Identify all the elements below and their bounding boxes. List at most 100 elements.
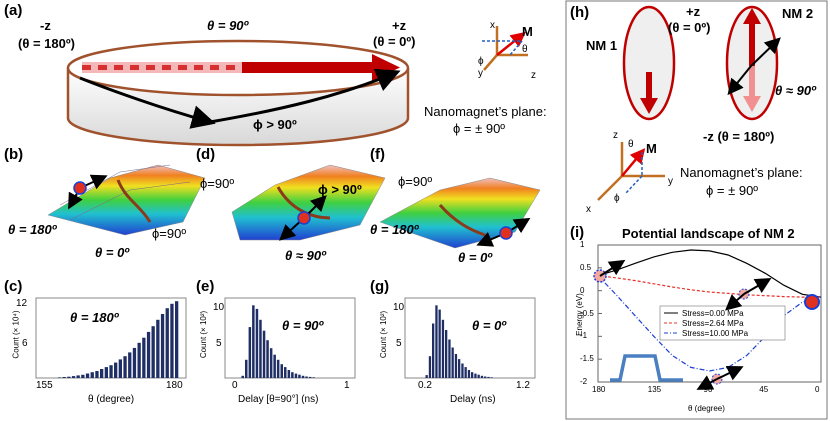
histogram-g-bar — [438, 309, 441, 378]
panel-label-f: (f) — [370, 146, 385, 163]
e-xlabel: Delay [θ=90°] (ns) — [238, 394, 319, 405]
histogram-c-bar — [165, 308, 169, 378]
g-xlabel: Delay (ns) — [450, 394, 496, 405]
histogram-e-bar — [280, 364, 283, 378]
b-theta-180: θ = 180º — [8, 222, 57, 237]
panel-h-nanomagnets — [622, 5, 781, 121]
c-ylabel: Count (× 10⁴) — [11, 310, 21, 359]
b-theta-0: θ = 0º — [95, 245, 130, 260]
panel-label-g: (g) — [370, 278, 390, 295]
i-legend-0: Stress=0.00 MPa — [682, 309, 744, 318]
potential-chart — [593, 244, 822, 390]
i-xlabel: θ (degree) — [688, 404, 725, 413]
i-xtick-2: 90 — [703, 385, 713, 394]
c-xtick-180: 180 — [166, 380, 183, 391]
histogram-c-bar — [170, 303, 174, 378]
h-neg-z: -z (θ = 180º) — [703, 129, 775, 144]
g-ytick-10: 10 — [393, 302, 405, 313]
histogram-g-bar — [467, 370, 471, 378]
e-ytick-5: 5 — [216, 338, 222, 349]
i-xtick-0: 180 — [592, 385, 606, 394]
histogram-c-bar — [90, 372, 94, 378]
panel-label-h: (h) — [570, 4, 590, 21]
histogram-c-bar — [128, 352, 132, 378]
histogram-e-bar — [255, 308, 259, 378]
panel-label-d: (d) — [196, 146, 216, 163]
i-ytick-2: 0 — [580, 285, 585, 295]
histogram-c-bar — [62, 377, 66, 378]
histogram-c-bar — [81, 374, 85, 378]
histogram-c-bar — [175, 301, 179, 378]
a-phi-gt: ϕ > 90º — [253, 117, 297, 132]
histogram-g-bar — [432, 323, 435, 378]
d-phi-gt: ϕ > 90º — [318, 182, 362, 197]
histogram-e-bar — [284, 367, 287, 378]
a-pos-z-angle: (θ = 0º) — [373, 34, 416, 49]
i-xtick-1: 135 — [647, 385, 662, 394]
histogram-g-bar — [454, 354, 458, 378]
histogram-e-bar — [259, 319, 262, 378]
g-ylabel: Count (× 10²) — [379, 310, 389, 359]
f-theta-0: θ = 0º — [458, 250, 493, 265]
histogram-g-bar — [474, 373, 477, 378]
histogram-c-bar — [160, 314, 165, 378]
i-ytick-4: -1 — [580, 331, 588, 341]
histogram-e-bars — [241, 305, 315, 378]
e-annotation: θ = 90º — [282, 318, 324, 333]
a-axis-y: y — [478, 68, 483, 79]
b-phi-90: ϕ=90º — [152, 226, 187, 241]
panel-b-surface — [47, 164, 206, 236]
panel-label-c: (c) — [4, 278, 23, 295]
i-xtick-4: 0 — [815, 385, 820, 394]
histogram-c-bar — [104, 367, 108, 378]
a-axis-phi: ϕ — [478, 56, 484, 67]
histogram-c-bar — [123, 356, 127, 378]
histogram-c-bars — [57, 301, 179, 378]
histogram-c-bar — [118, 359, 122, 378]
panel-label-a: (a) — [4, 2, 23, 19]
histogram-e-bar — [276, 359, 280, 378]
histogram-e-bar — [287, 370, 291, 378]
histogram-c-bar — [100, 369, 104, 378]
histogram-g-bar — [490, 377, 493, 378]
i-legend-1: Stress=2.64 MPa — [682, 319, 744, 328]
a-axis-m: M — [522, 24, 533, 39]
a-plane-title: Nanomagnet’s plane: — [424, 104, 547, 119]
histogram-g-bar — [461, 363, 464, 378]
panel-d-surface — [231, 164, 386, 241]
histogram-e-bar — [273, 354, 276, 378]
a-axis-theta: θ — [522, 44, 528, 55]
histogram-g-bar — [435, 305, 438, 378]
i-ytick-3: -0.5 — [580, 308, 594, 318]
histogram-c-bar — [156, 319, 160, 378]
histogram-g-bar — [451, 347, 454, 378]
histogram-c-bar — [71, 376, 76, 378]
histogram-c-bar — [151, 326, 155, 378]
e-xtick-1: 1 — [344, 380, 350, 391]
panel-label-i: (i) — [570, 224, 585, 241]
h-axis-theta: θ — [628, 139, 634, 150]
e-ytick-10: 10 — [213, 302, 225, 313]
a-center-angle: θ = 90º — [207, 18, 249, 33]
h-plane-title: Nanomagnet’s plane: — [680, 165, 803, 180]
series-line-0 — [597, 249, 822, 298]
histogram-e-bar — [245, 359, 248, 378]
histogram-c-bar — [114, 362, 118, 378]
h-axis-x: x — [586, 204, 591, 215]
panel-f-surface — [379, 177, 541, 249]
e-xtick-0: 0 — [232, 380, 238, 391]
histogram-g-bar — [441, 319, 445, 378]
c-ytick-12: 12 — [16, 298, 28, 309]
histogram-c-bar — [57, 377, 62, 378]
histogram-c-bar — [146, 331, 151, 378]
series-line-2 — [597, 275, 822, 372]
a-plane-value: ϕ = ± 90º — [453, 121, 506, 136]
histogram-e-bar — [301, 375, 305, 378]
i-ytick-0: 1 — [580, 240, 585, 249]
histogram-e-bar — [266, 340, 269, 378]
h-theta-approx: θ ≈ 90º — [775, 83, 816, 98]
histogram-e-bar — [312, 377, 315, 378]
panel-a-disk — [66, 39, 410, 147]
d-phi-90: ϕ=90º — [200, 176, 235, 191]
histogram-g-bar — [428, 356, 432, 378]
